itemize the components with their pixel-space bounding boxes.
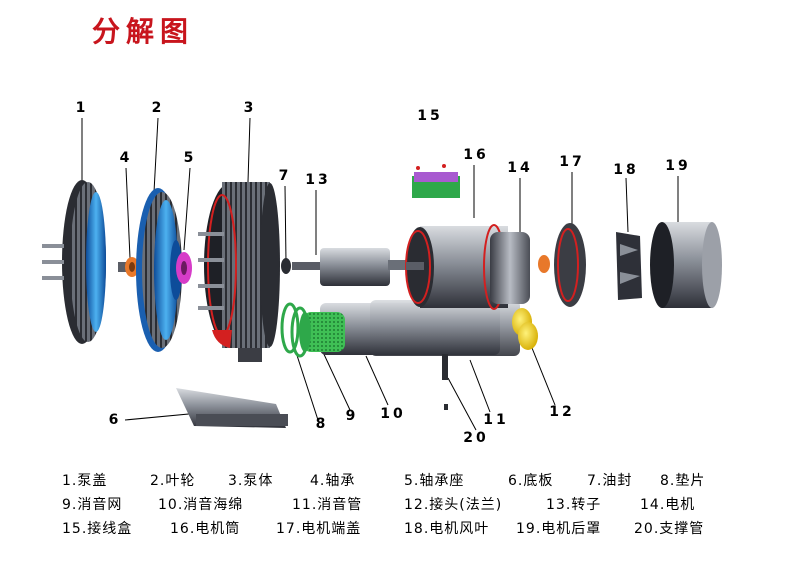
- motor-end-cover-part: [538, 223, 586, 307]
- legend-item: 16.电机筒: [170, 521, 241, 537]
- callout-10: 10: [380, 406, 406, 422]
- callout-17: 17: [559, 154, 585, 170]
- legend-item: 5.轴承座: [404, 473, 465, 489]
- callout-7: 7: [278, 168, 292, 184]
- pump-cover-part: [42, 180, 106, 344]
- callout-5: 5: [183, 150, 197, 166]
- callout-9: 9: [345, 408, 359, 424]
- callout-2: 2: [151, 100, 165, 116]
- legend-item: 12.接头(法兰): [404, 497, 503, 513]
- callout-8: 8: [315, 416, 329, 432]
- legend-item: 18.电机风叶: [404, 521, 490, 537]
- flange-connector-part: [512, 308, 538, 350]
- muffler-assembly-part: [299, 300, 520, 380]
- legend-item: 20.支撑管: [634, 521, 705, 537]
- rotor-part: [292, 248, 416, 286]
- support-pipe-part: [444, 404, 448, 410]
- legend-item: 7.油封: [587, 473, 633, 489]
- callout-14: 14: [507, 160, 533, 176]
- legend-item: 6.底板: [508, 473, 554, 489]
- motor-part: [405, 224, 530, 310]
- callout-1: 1: [75, 100, 89, 116]
- legend-item: 2.叶轮: [150, 473, 196, 489]
- motor-rear-shroud-part: [650, 222, 722, 308]
- legend-item: 11.消音管: [292, 497, 363, 513]
- bearing-part: [118, 257, 139, 277]
- legend-item: 15.接线盒: [62, 521, 133, 537]
- base-plate-part: [176, 388, 288, 428]
- leader-lines: [81, 117, 679, 431]
- callout-16: 16: [463, 147, 489, 163]
- legend-item: 3.泵体: [228, 473, 274, 489]
- callout-11: 11: [483, 412, 509, 428]
- callout-4: 4: [119, 150, 133, 166]
- legend-item: 8.垫片: [660, 473, 706, 489]
- oil-seal-part: [281, 258, 291, 274]
- junction-box-part: [412, 164, 460, 198]
- legend-item: 13.转子: [546, 497, 602, 513]
- parts-legend: 1.泵盖 2.叶轮 3.泵体 4.轴承 5.轴承座 6.底板 7.油封 8.垫片…: [62, 470, 782, 542]
- legend-item: 19.电机后罩: [516, 521, 602, 537]
- callout-15: 15: [417, 108, 443, 124]
- legend-item: 1.泵盖: [62, 473, 108, 489]
- callout-13: 13: [305, 172, 331, 188]
- legend-item: 14.电机: [640, 497, 696, 513]
- motor-fan-part: [616, 232, 642, 300]
- callout-6: 6: [108, 412, 122, 428]
- legend-item: 17.电机端盖: [276, 521, 362, 537]
- legend-row: 15.接线盒 16.电机筒 17.电机端盖 18.电机风叶 19.电机后罩 20…: [62, 518, 782, 542]
- legend-item: 10.消音海绵: [158, 497, 244, 513]
- callout-18: 18: [613, 162, 639, 178]
- pump-body-part: [198, 182, 280, 362]
- page-title: 分解图: [92, 15, 195, 48]
- callout-3: 3: [243, 100, 257, 116]
- callout-20: 20: [463, 430, 489, 446]
- impeller-part: [136, 188, 182, 352]
- callout-12: 12: [549, 404, 575, 420]
- legend-item: 9.消音网: [62, 497, 123, 513]
- legend-row: 9.消音网 10.消音海绵 11.消音管 12.接头(法兰) 13.转子 14.…: [62, 494, 782, 518]
- legend-row: 1.泵盖 2.叶轮 3.泵体 4.轴承 5.轴承座 6.底板 7.油封 8.垫片: [62, 470, 782, 494]
- callout-19: 19: [665, 158, 691, 174]
- legend-item: 4.轴承: [310, 473, 356, 489]
- bearing-seat-part: [176, 252, 192, 284]
